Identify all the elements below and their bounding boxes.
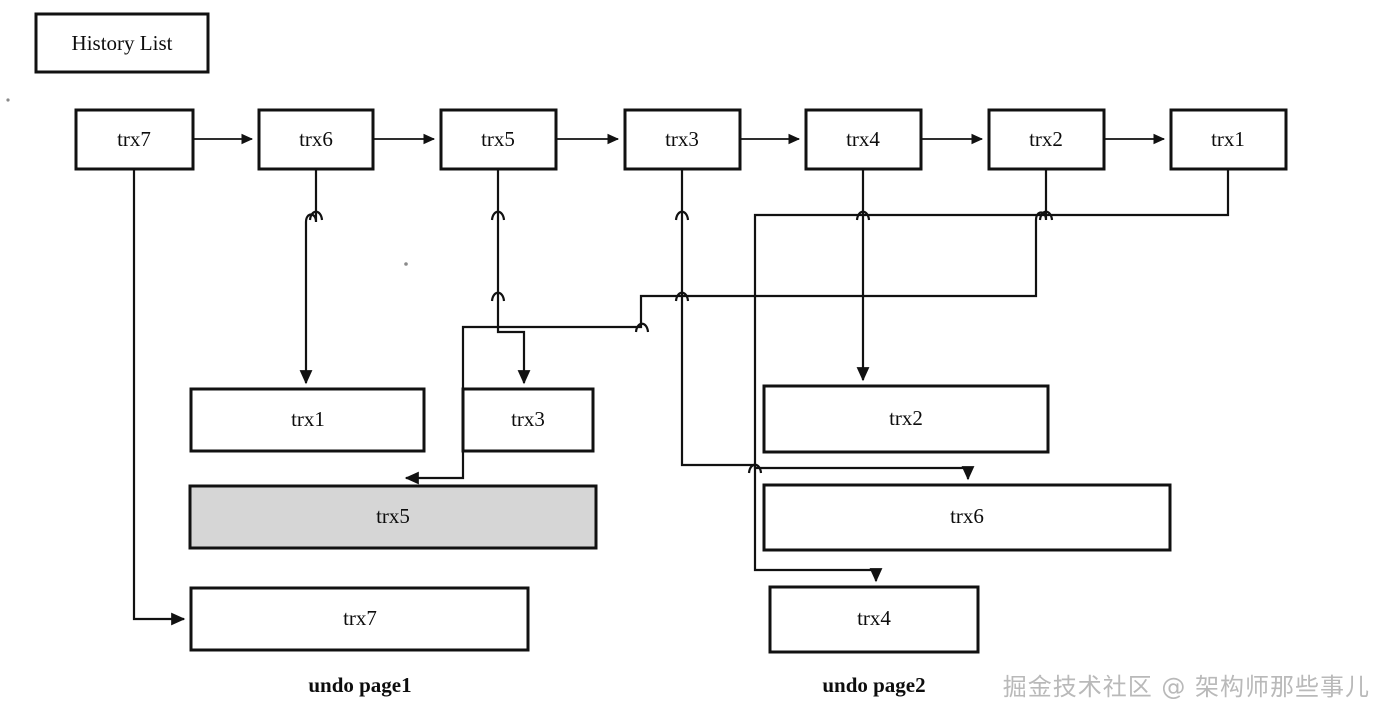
history-list-title-label: History List — [72, 31, 173, 55]
undo-record-label: trx1 — [291, 407, 325, 431]
undo-record-label: trx4 — [857, 606, 891, 630]
history-node-trx7: trx7 — [74, 108, 195, 171]
wire-trx3-to-undo-trx4 — [680, 169, 883, 583]
wire-trx7-to-undo-trx7 — [132, 169, 186, 626]
undo-record-trx4: trx4 — [768, 585, 980, 654]
wire-trx1-to-undo-trx6 — [753, 169, 1230, 481]
hop-at-trx3-column-jog — [634, 322, 650, 333]
undo-page1-group: trx1 trx3 trx5 trx7 undo page1 — [188, 387, 598, 697]
hop-at-trx2-column — [1038, 210, 1054, 221]
undo-page2-caption: undo page2 — [822, 673, 925, 697]
history-node-label: trx2 — [1029, 127, 1063, 151]
history-node-label: trx3 — [665, 127, 699, 151]
history-node-label: trx4 — [846, 127, 880, 151]
history-node-label: trx1 — [1211, 127, 1245, 151]
undo-record-trx1: trx1 — [189, 387, 426, 453]
wire-trx6-to-undo-trx1 — [299, 169, 318, 385]
wire-crossing-hops — [308, 210, 1054, 474]
history-list-title-box: History List — [34, 12, 210, 74]
undo-record-label: trx2 — [889, 406, 923, 430]
hop-at-trx3-column — [674, 210, 690, 221]
hop-at-trx5-column — [490, 210, 506, 221]
hop-at-page2-bus — [747, 463, 763, 474]
history-node-label: trx6 — [299, 127, 333, 151]
history-node-trx6: trx6 — [257, 108, 375, 171]
undo-record-label: trx3 — [511, 407, 545, 431]
scan-speck-middle — [404, 262, 408, 266]
undo-record-trx6: trx6 — [762, 483, 1172, 552]
scan-speck-left — [6, 98, 10, 102]
undo-record-trx2: trx2 — [762, 384, 1050, 454]
history-node-trx4: trx4 — [804, 108, 923, 171]
undo-page1-caption: undo page1 — [308, 673, 411, 697]
watermark-text: 掘金技术社区 @ 架构师那些事儿 — [1002, 673, 1370, 701]
hop-at-trx4-column — [855, 210, 871, 221]
undo-record-label: trx5 — [376, 504, 410, 528]
undo-record-trx5: trx5 — [188, 484, 598, 550]
history-node-label: trx5 — [481, 127, 515, 151]
wire-trx5-to-undo-trx3 — [496, 169, 531, 385]
undo-record-label: trx7 — [343, 606, 377, 630]
hop-at-trx3-column-lower — [674, 291, 690, 302]
history-node-trx3: trx3 — [623, 108, 742, 171]
undo-page2-group: trx2 trx6 trx4 undo page2 — [762, 384, 1172, 697]
undo-record-label: trx6 — [950, 504, 984, 528]
hop-at-trx6-column — [308, 210, 324, 221]
hop-at-trx5-column-lower — [490, 291, 506, 302]
history-node-trx2: trx2 — [987, 108, 1106, 171]
undo-record-trx3: trx3 — [461, 387, 595, 453]
history-node-trx1: trx1 — [1169, 108, 1288, 171]
history-node-trx5: trx5 — [439, 108, 558, 171]
history-node-label: trx7 — [117, 127, 151, 151]
undo-record-trx7: trx7 — [189, 586, 530, 652]
